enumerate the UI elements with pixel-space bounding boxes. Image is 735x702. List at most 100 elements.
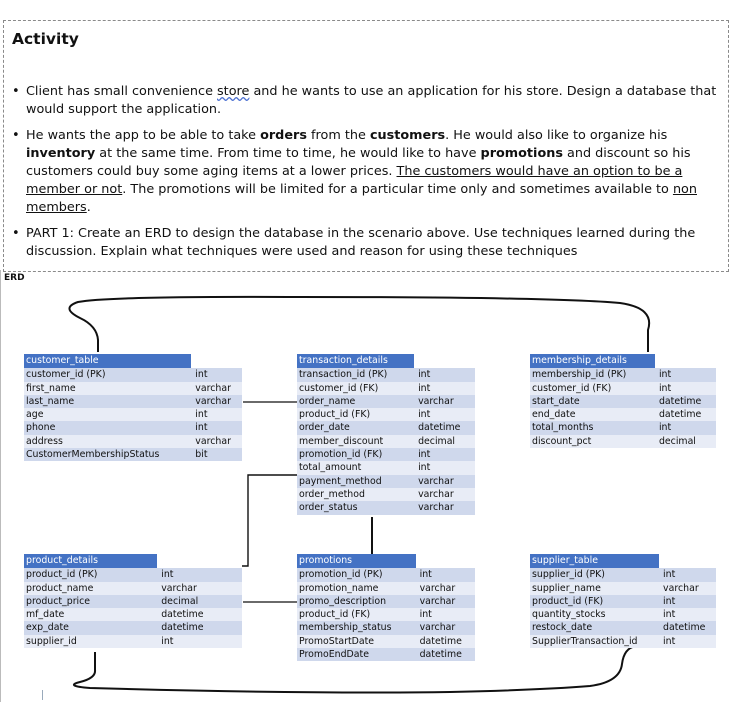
field-name: order_method	[297, 487, 415, 502]
customer-table: customer_table customer_id (PK)int first…	[24, 354, 242, 462]
bullet-item: Client has small convenience store and h…	[12, 83, 724, 119]
table-title: transaction_details	[297, 354, 415, 369]
bullet-text: and he wants to use an application for h…	[26, 84, 717, 117]
bullet-list: Client has small convenience store and h…	[12, 83, 724, 269]
table-row: product_id (FK)int	[297, 608, 475, 622]
field-type: int	[157, 567, 242, 582]
field-name: exp_date	[24, 621, 158, 635]
field-name: customer_id (PK)	[24, 367, 192, 382]
field-name: product_id (PK)	[24, 567, 158, 582]
table-row: customer_id (PK)int	[24, 367, 242, 382]
field-name: product_price	[24, 594, 158, 609]
field-type: datetime	[415, 634, 475, 649]
field-name: member_discount	[297, 434, 415, 449]
field-name: customer_id (FK)	[530, 381, 655, 395]
field-type: bit	[191, 448, 242, 462]
table-title: promotions	[297, 554, 416, 569]
field-name: CustomerMembershipStatus	[24, 448, 192, 462]
field-name: supplier_name	[530, 581, 660, 595]
field-type: int	[191, 408, 242, 422]
field-name: restock_date	[530, 621, 660, 635]
membership-details-table: membership_details membership_id (PK)int…	[530, 354, 716, 449]
field-type: decimal	[157, 594, 242, 609]
field-type: decimal	[654, 434, 716, 449]
field-name: promotion_id (PK)	[297, 567, 416, 582]
field-name: total_months	[530, 421, 655, 435]
field-type: varchar	[191, 381, 242, 395]
field-type: int	[654, 381, 716, 395]
field-type: varchar	[414, 487, 475, 502]
bullet-text: . The promotions will be limited for a p…	[122, 182, 673, 197]
field-type: int	[414, 381, 475, 395]
table-row: supplier_id (PK)int	[530, 567, 716, 582]
field-name: discount_pct	[530, 434, 655, 449]
field-type: decimal	[414, 434, 475, 449]
table-row: membership_id (PK)int	[530, 367, 716, 382]
field-name: phone	[24, 421, 192, 435]
field-type: varchar	[659, 581, 716, 595]
bullet-text: Client has small convenience	[26, 84, 218, 99]
field-name: promotion_name	[297, 581, 416, 595]
field-name: customer_id (FK)	[297, 381, 415, 395]
field-type: varchar	[157, 581, 242, 595]
field-type: int	[157, 634, 242, 649]
bullet-bold: orders	[260, 128, 307, 143]
field-type: int	[659, 634, 716, 649]
field-name: supplier_id (PK)	[530, 567, 660, 582]
field-type: datetime	[654, 394, 716, 409]
field-name: last_name	[24, 394, 192, 409]
field-name: supplier_id	[24, 634, 158, 649]
bullet-text: .	[86, 200, 91, 215]
bullet-underlined: The customers would have an option to be…	[26, 164, 683, 197]
table-row: customer_id (FK)int	[297, 381, 475, 395]
field-name: product_id (FK)	[297, 408, 415, 422]
table-row: promotion_id (PK)int	[297, 567, 475, 582]
activity-title: Activity	[12, 30, 79, 48]
product-details-table: product_details product_id (PK)int produ…	[24, 554, 242, 649]
field-name: promotion_id (FK)	[297, 448, 415, 462]
field-type: varchar	[414, 394, 475, 409]
margin-rule	[0, 270, 1, 702]
table-title: customer_table	[24, 354, 192, 369]
field-type: int	[659, 567, 716, 582]
field-type: datetime	[157, 621, 242, 635]
field-name: order_date	[297, 421, 415, 435]
field-name: order_status	[297, 501, 415, 515]
field-name: first_name	[24, 381, 192, 395]
bullet-bold: customers	[369, 128, 446, 143]
customer-membership-curve	[68, 295, 651, 352]
field-name: product_id (FK)	[530, 594, 660, 609]
field-name: PromoStartDate	[297, 634, 416, 649]
transaction-product-line	[242, 474, 297, 567]
field-type: varchar	[414, 474, 475, 488]
field-type: int	[191, 367, 242, 382]
field-type: int	[414, 367, 475, 382]
field-type: int	[414, 448, 475, 462]
field-name: membership_status	[297, 621, 416, 635]
field-type: varchar	[415, 594, 475, 609]
erd-label: ERD	[4, 273, 25, 283]
field-name: order_name	[297, 394, 415, 409]
field-type: int	[659, 608, 716, 622]
field-name: payment_method	[297, 474, 415, 488]
field-name: promo_description	[297, 594, 416, 609]
field-name: address	[24, 434, 192, 449]
bullet-text: at the same time. From time to time, he …	[95, 146, 481, 161]
